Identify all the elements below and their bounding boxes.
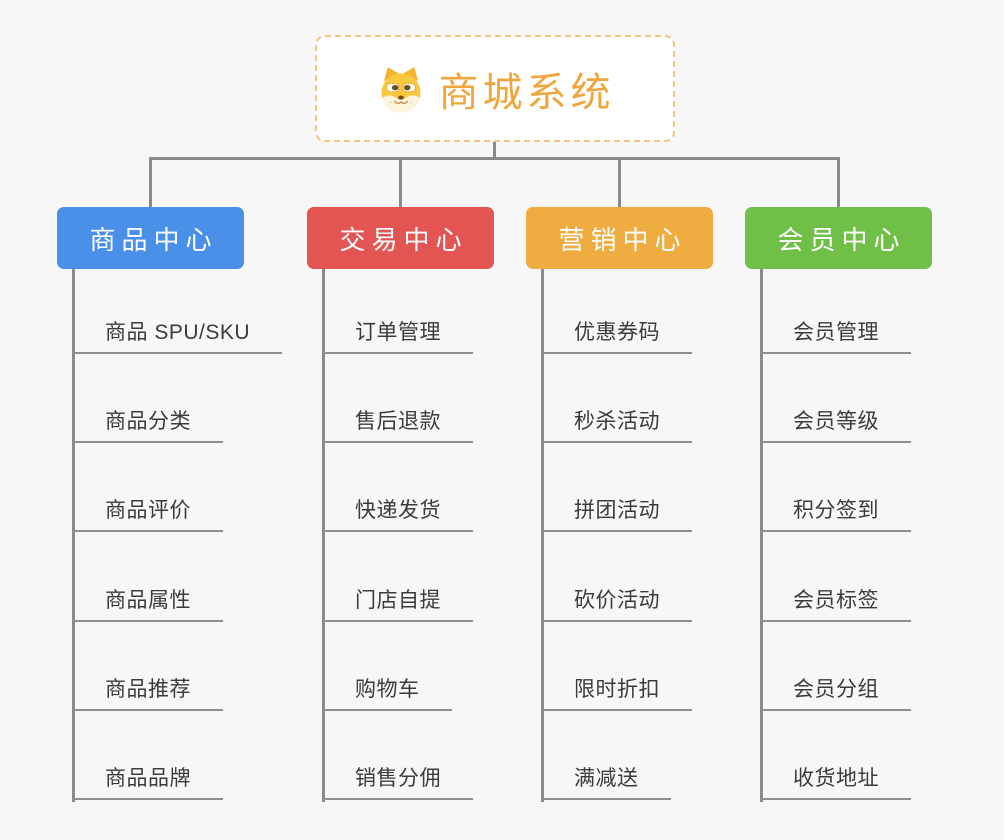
- branch-node-member-center[interactable]: 会员中心: [745, 207, 932, 269]
- leaf-node[interactable]: 收货地址: [760, 766, 911, 800]
- branch-label: 交易中心: [339, 224, 468, 255]
- leaf-node[interactable]: 限时折扣: [541, 677, 692, 711]
- leaf-node[interactable]: 售后退款: [322, 409, 473, 443]
- connector-root-stem: [493, 140, 496, 160]
- connector-horizontal-bar: [149, 157, 840, 160]
- leaf-node[interactable]: 会员等级: [760, 409, 911, 443]
- leaf-node[interactable]: 商品评价: [72, 498, 223, 532]
- leaf-node[interactable]: 秒杀活动: [541, 409, 692, 443]
- leaf-node[interactable]: 订单管理: [322, 320, 473, 354]
- connector-drop-marketing: [618, 157, 621, 208]
- connector-drop-product: [149, 157, 152, 208]
- leaf-node[interactable]: 商品品牌: [72, 766, 223, 800]
- leaf-node[interactable]: 会员管理: [760, 320, 911, 354]
- branch-node-marketing-center[interactable]: 营销中心: [526, 207, 713, 269]
- leaf-node[interactable]: 满减送: [541, 766, 671, 800]
- leaf-node[interactable]: 优惠券码: [541, 320, 692, 354]
- leaf-node[interactable]: 销售分佣: [322, 766, 473, 800]
- doge-icon: [380, 66, 421, 112]
- leaf-node[interactable]: 商品属性: [72, 588, 223, 622]
- root-title: 商城系统: [438, 70, 615, 115]
- branch-node-trade-center[interactable]: 交易中心: [307, 207, 494, 269]
- leaf-node[interactable]: 会员标签: [760, 588, 911, 622]
- leaf-node[interactable]: 会员分组: [760, 677, 911, 711]
- branch-label: 商品中心: [89, 224, 218, 255]
- leaf-node[interactable]: 拼团活动: [541, 498, 692, 532]
- connector-drop-member: [837, 157, 840, 208]
- leaf-node[interactable]: 门店自提: [322, 588, 473, 622]
- leaf-node[interactable]: 积分签到: [760, 498, 911, 532]
- branch-label: 营销中心: [558, 224, 687, 255]
- branch-label: 会员中心: [777, 224, 906, 255]
- branch-spine-member: [760, 268, 763, 802]
- leaf-node[interactable]: 商品分类: [72, 409, 223, 443]
- branch-spine-product: [72, 268, 75, 802]
- branch-spine-trade: [322, 268, 325, 802]
- branch-node-product-center[interactable]: 商品中心: [57, 207, 244, 269]
- leaf-node[interactable]: 商品推荐: [72, 677, 223, 711]
- leaf-node[interactable]: 砍价活动: [541, 588, 692, 622]
- leaf-node[interactable]: 购物车: [322, 677, 452, 711]
- root-node[interactable]: 商城系统: [315, 35, 675, 142]
- leaf-node[interactable]: 商品 SPU/SKU: [72, 320, 283, 354]
- leaf-node[interactable]: 快递发货: [322, 498, 473, 532]
- connector-drop-trade: [399, 157, 402, 208]
- branch-spine-marketing: [541, 268, 544, 802]
